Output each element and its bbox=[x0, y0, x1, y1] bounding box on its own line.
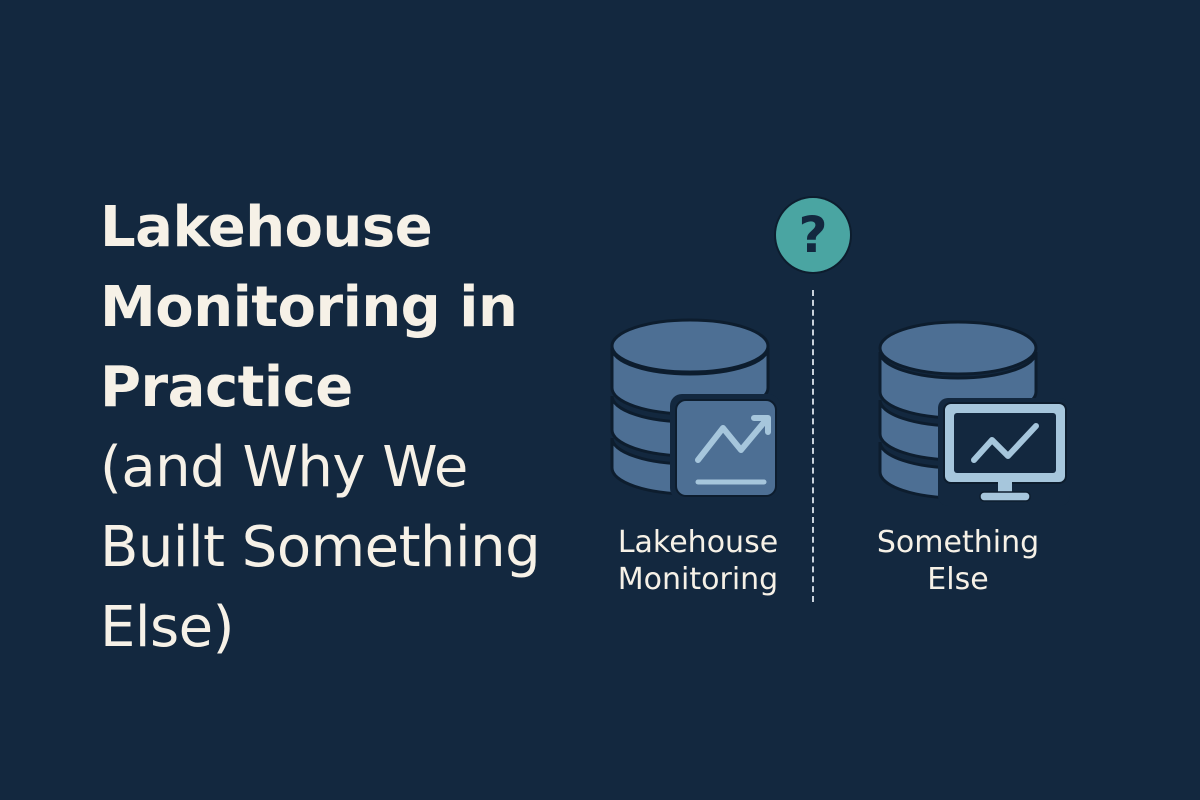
title-line-1: Lakehouse bbox=[100, 195, 433, 260]
title-line-6: Else) bbox=[100, 595, 234, 660]
title-line-5: Built Something bbox=[100, 515, 541, 580]
right-label-line-1: Something bbox=[876, 525, 1040, 560]
page-title: Lakehouse Monitoring in Practice (and Wh… bbox=[100, 188, 541, 668]
left-option-label: Lakehouse Monitoring bbox=[578, 524, 818, 598]
question-mark-icon: ? bbox=[776, 198, 850, 272]
title-line-3: Practice bbox=[100, 355, 353, 420]
left-label-line-2: Monitoring bbox=[617, 562, 779, 597]
right-option-label: Something Else bbox=[838, 524, 1078, 598]
database-monitor-icon bbox=[878, 320, 1070, 506]
title-line-4: (and Why We bbox=[100, 435, 468, 500]
database-chart-icon bbox=[610, 318, 780, 500]
title-line-2: Monitoring in bbox=[100, 275, 518, 340]
right-label-line-2: Else bbox=[927, 562, 989, 597]
question-mark-symbol: ? bbox=[798, 206, 828, 264]
left-label-line-1: Lakehouse bbox=[617, 525, 779, 560]
dashed-divider bbox=[812, 290, 814, 602]
